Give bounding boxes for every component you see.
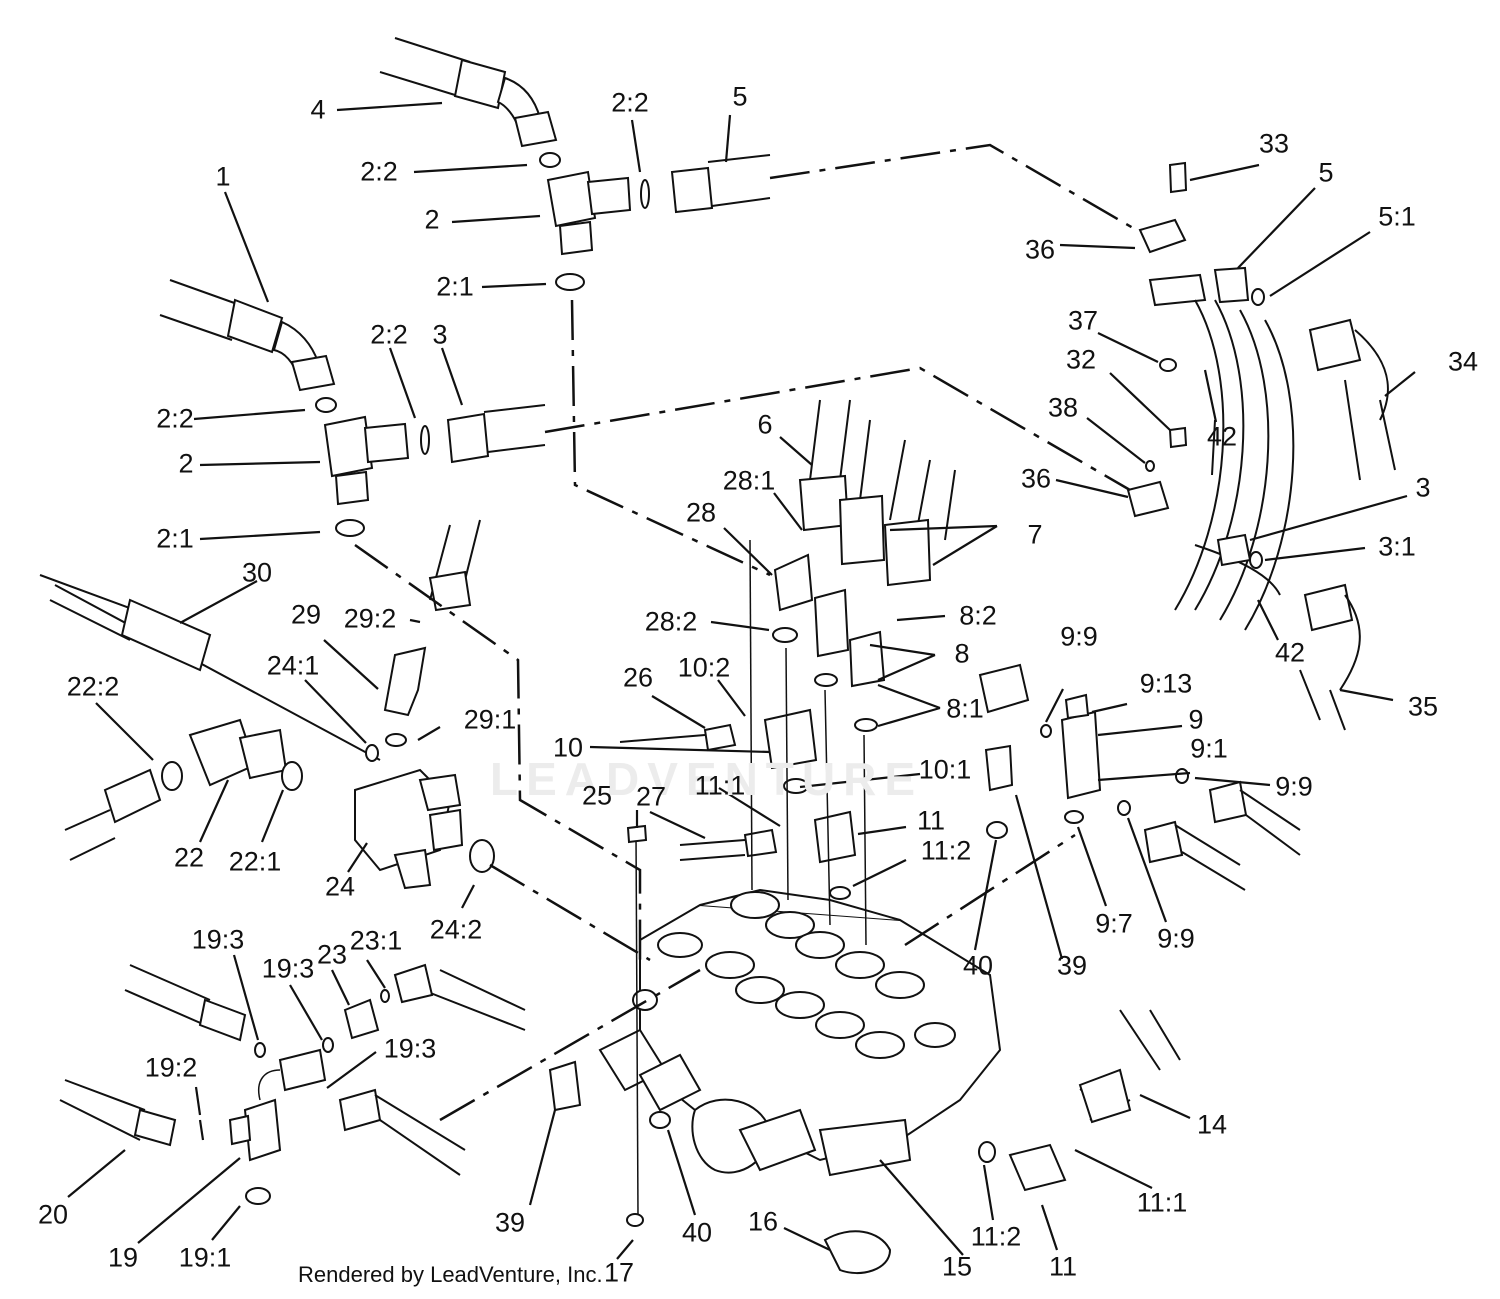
left-block-assembly	[39, 519, 495, 890]
callout-25: 25	[581, 780, 613, 811]
callout-36: 36	[1024, 234, 1056, 265]
callout-2-2: 2:2	[370, 319, 408, 350]
render-credit: Rendered by LeadVenture, Inc.	[298, 1262, 603, 1287]
callout-9-13: 9:13	[1139, 668, 1193, 699]
callout-5-1: 5:1	[1378, 201, 1416, 232]
callout-2-2: 2:2	[156, 403, 194, 434]
flow-lines	[354, 143, 1141, 1122]
callout-2: 2	[424, 204, 440, 235]
control-valve-body	[598, 888, 1002, 1177]
callout-10: 10	[552, 732, 584, 763]
callout-40: 40	[681, 1217, 713, 1248]
callout-38: 38	[1047, 392, 1079, 423]
callout-8-1: 8:1	[946, 693, 984, 724]
callout-32: 32	[1065, 344, 1097, 375]
callout-8-2: 8:2	[959, 600, 997, 631]
callout-19-3: 19:3	[261, 953, 315, 984]
callout-19-3: 19:3	[191, 924, 245, 955]
callout-42: 42	[1274, 637, 1306, 668]
callout-2-2: 2:2	[360, 156, 398, 187]
callout-2-2: 2:2	[611, 87, 649, 118]
callout-14: 14	[1196, 1109, 1228, 1140]
callout-35: 35	[1407, 691, 1439, 722]
callout-10-1: 10:1	[918, 754, 972, 785]
callout-3: 3	[1415, 472, 1431, 503]
lower-tee-assembly	[159, 279, 546, 537]
callout-28-1: 28:1	[722, 465, 776, 496]
callout-2-1: 2:1	[156, 523, 194, 554]
callout-26: 26	[622, 662, 654, 693]
upper-tee-assembly	[379, 37, 771, 291]
callout-4: 4	[310, 94, 326, 125]
callout-5: 5	[1318, 157, 1334, 188]
leader-lines	[67, 101, 1416, 1260]
callout-30: 30	[241, 557, 273, 588]
callout-19-3: 19:3	[383, 1033, 437, 1064]
callout-11-2: 11:2	[920, 835, 972, 866]
callout-23: 23	[316, 939, 348, 970]
callout-11-2: 11:2	[970, 1221, 1022, 1252]
callout-34: 34	[1447, 346, 1479, 377]
callout-22-1: 22:1	[228, 846, 282, 877]
callout-29: 29	[290, 599, 322, 630]
callout-28-2: 28:2	[644, 606, 698, 637]
valve-fittings	[619, 399, 1301, 1227]
callout-2: 2	[178, 448, 194, 479]
callout-9-7: 9:7	[1095, 908, 1133, 939]
callout-33: 33	[1258, 128, 1290, 159]
callout-23-1: 23:1	[349, 925, 403, 956]
callout-24: 24	[324, 871, 356, 902]
callout-11: 11	[1048, 1251, 1078, 1282]
callout-39: 39	[1056, 950, 1088, 981]
callout-5: 5	[732, 81, 748, 112]
callout-3: 3	[432, 319, 448, 350]
callout-7: 7	[1027, 519, 1043, 550]
callout-11-1: 11:1	[1136, 1187, 1188, 1218]
callout-9-9: 9:9	[1060, 621, 1098, 652]
callout-19-1: 19:1	[178, 1242, 232, 1273]
callout-37: 37	[1067, 305, 1099, 336]
callout-15: 15	[941, 1251, 973, 1282]
callout-6: 6	[757, 409, 773, 440]
callout-29-2: 29:2	[343, 603, 397, 634]
callout-10-2: 10:2	[677, 652, 731, 683]
callout-8: 8	[954, 638, 970, 669]
callout-29-1: 29:1	[463, 704, 517, 735]
callout-9-1: 9:1	[1190, 733, 1228, 764]
callout-36: 36	[1020, 463, 1052, 494]
callout-22-2: 22:2	[66, 671, 120, 702]
callout-9-9: 9:9	[1275, 771, 1313, 802]
callout-28: 28	[685, 497, 717, 528]
callout-17: 17	[603, 1257, 635, 1288]
callout-39: 39	[494, 1207, 526, 1238]
lower-left-tee-assembly	[59, 963, 671, 1205]
callout-3-1: 3:1	[1378, 531, 1416, 562]
callout-9-9: 9:9	[1157, 923, 1195, 954]
callout-20: 20	[37, 1199, 69, 1230]
callout-1: 1	[215, 161, 231, 192]
callout-24-1: 24:1	[266, 650, 320, 681]
callout-19: 19	[107, 1242, 139, 1273]
right-hose-assembly	[823, 161, 1396, 1275]
callout-22: 22	[173, 842, 205, 873]
callout-40: 40	[962, 950, 994, 981]
callout-11-1: 11:1	[694, 770, 746, 801]
callout-11: 11	[916, 805, 946, 836]
callout-9: 9	[1188, 704, 1204, 735]
callout-24-2: 24:2	[429, 914, 483, 945]
callout-27: 27	[635, 781, 667, 812]
callout-19-2: 19:2	[144, 1052, 198, 1083]
callout-16: 16	[747, 1206, 779, 1237]
callout-42: 42	[1206, 421, 1238, 452]
callout-2-1: 2:1	[436, 271, 474, 302]
watermark: LEADVENTURE	[490, 753, 924, 805]
